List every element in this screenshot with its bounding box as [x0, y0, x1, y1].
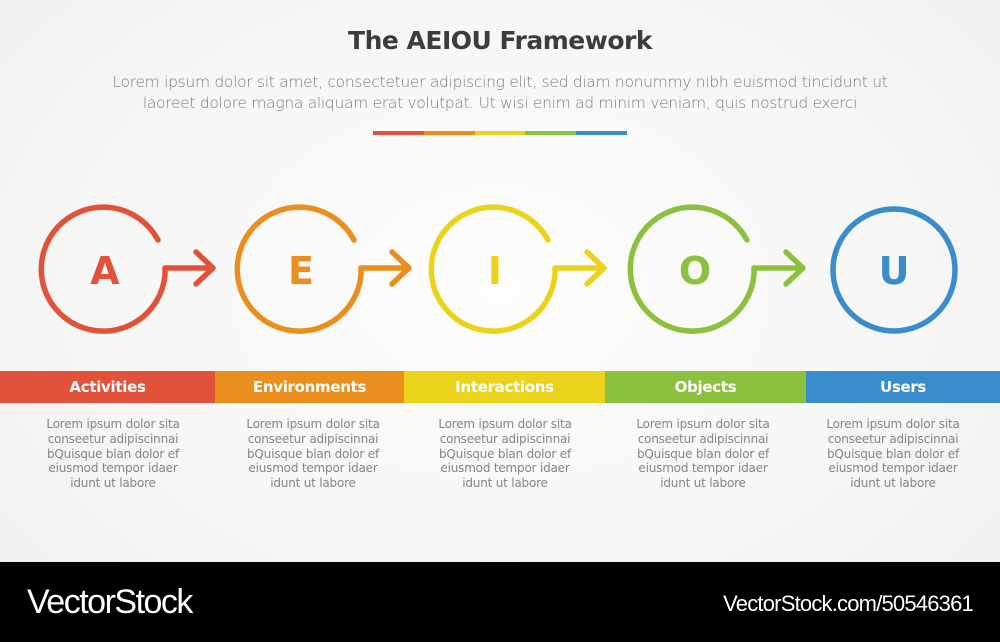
divider-segment-yellow — [474, 131, 526, 135]
description-interactions: Lorem ipsum dolor sita conseetur adipisc… — [410, 417, 600, 491]
band-users: Users — [806, 371, 1000, 403]
description-line: conseetur adipiscinnai — [827, 431, 959, 446]
divider-segment-red — [373, 131, 424, 135]
description-line: Lorem ipsum dolor sita — [246, 417, 380, 431]
band-label-objects: Objects — [674, 378, 737, 396]
description-line: Lorem ipsum dolor sita — [826, 417, 960, 431]
description-line: idunt ut labore — [462, 476, 548, 491]
step-o-node: O — [627, 204, 806, 334]
description-line: eiusmod tempor idaer — [440, 461, 570, 476]
step-i-letter: I — [488, 249, 502, 293]
divider-segment-green — [525, 131, 577, 135]
description-line: idunt ut labore — [70, 476, 156, 491]
step-a-letter: A — [90, 249, 120, 293]
description-line: Lorem ipsum dolor sita — [636, 417, 770, 431]
description-line: conseetur adipiscinnai — [439, 431, 571, 446]
description-line: bQuisque blan dolor ef — [439, 446, 571, 461]
band-label-environments: Environments — [252, 378, 367, 396]
description-line: conseetur adipiscinnai — [637, 431, 769, 446]
description-line: Lorem ipsum dolor sita — [46, 417, 180, 431]
band-objects: Objects — [605, 371, 806, 403]
step-a-node: A — [38, 204, 216, 334]
description-line: idunt ut labore — [660, 476, 746, 491]
color-divider — [373, 131, 627, 135]
description-users: Lorem ipsum dolor sita conseetur adipisc… — [798, 417, 988, 491]
description-activities: Lorem ipsum dolor sita conseetur adipisc… — [18, 417, 208, 491]
band-environments: Environments — [215, 371, 404, 403]
step-u-circle-icon — [830, 206, 958, 334]
step-o-letter: O — [679, 249, 711, 293]
aeiou-flow-diagram: A E I O U — [38, 204, 958, 334]
step-e-node: E — [234, 204, 412, 334]
step-u-node: U — [830, 206, 958, 334]
description-line: Lorem ipsum dolor sita — [438, 417, 572, 431]
description-environments: Lorem ipsum dolor sita conseetur adipisc… — [218, 417, 408, 491]
description-line: conseetur adipiscinnai — [47, 431, 179, 446]
band-interactions: Interactions — [404, 371, 605, 403]
band-label-activities: Activities — [69, 378, 146, 396]
subtitle-line-2: laoreet dolore magna aliquam erat volutp… — [142, 94, 858, 112]
description-line: bQuisque blan dolor ef — [247, 446, 379, 461]
description-line: bQuisque blan dolor ef — [47, 446, 179, 461]
description-line: bQuisque blan dolor ef — [827, 446, 959, 461]
page-title: The AEIOU Framework — [348, 26, 652, 55]
step-e-letter: E — [288, 249, 314, 293]
step-i-node: I — [428, 204, 607, 334]
watermark-footer: VectorStock VectorStock.com/50546361 — [0, 562, 1000, 642]
description-line: eiusmod tempor idaer — [248, 461, 378, 476]
step-e-circle-arrow-icon — [234, 204, 412, 334]
description-line: idunt ut labore — [270, 476, 356, 491]
divider-segment-blue — [576, 131, 627, 135]
step-i-circle-arrow-icon — [428, 204, 607, 334]
divider-segment-orange — [423, 131, 475, 135]
brand-logo: VectorStock — [27, 583, 193, 621]
description-line: eiusmod tempor idaer — [828, 461, 958, 476]
step-a-circle-arrow-icon — [38, 204, 216, 334]
description-line: bQuisque blan dolor ef — [637, 446, 769, 461]
description-line: eiusmod tempor idaer — [638, 461, 768, 476]
step-o-circle-arrow-icon — [627, 204, 806, 334]
description-line: eiusmod tempor idaer — [48, 461, 178, 476]
description-objects: Lorem ipsum dolor sita conseetur adipisc… — [608, 417, 798, 491]
band-activities: Activities — [0, 371, 215, 403]
stock-id-link: VectorStock.com/50546361 — [723, 591, 974, 616]
subtitle-line-1: Lorem ipsum dolor sit amet, consectetuer… — [112, 73, 888, 91]
page-subtitle: Lorem ipsum dolor sit amet, consectetuer… — [60, 72, 940, 114]
step-u-letter: U — [879, 249, 910, 293]
band-label-users: Users — [879, 378, 927, 396]
description-line: idunt ut labore — [850, 476, 936, 491]
description-line: conseetur adipiscinnai — [247, 431, 379, 446]
band-label-interactions: Interactions — [455, 378, 554, 396]
